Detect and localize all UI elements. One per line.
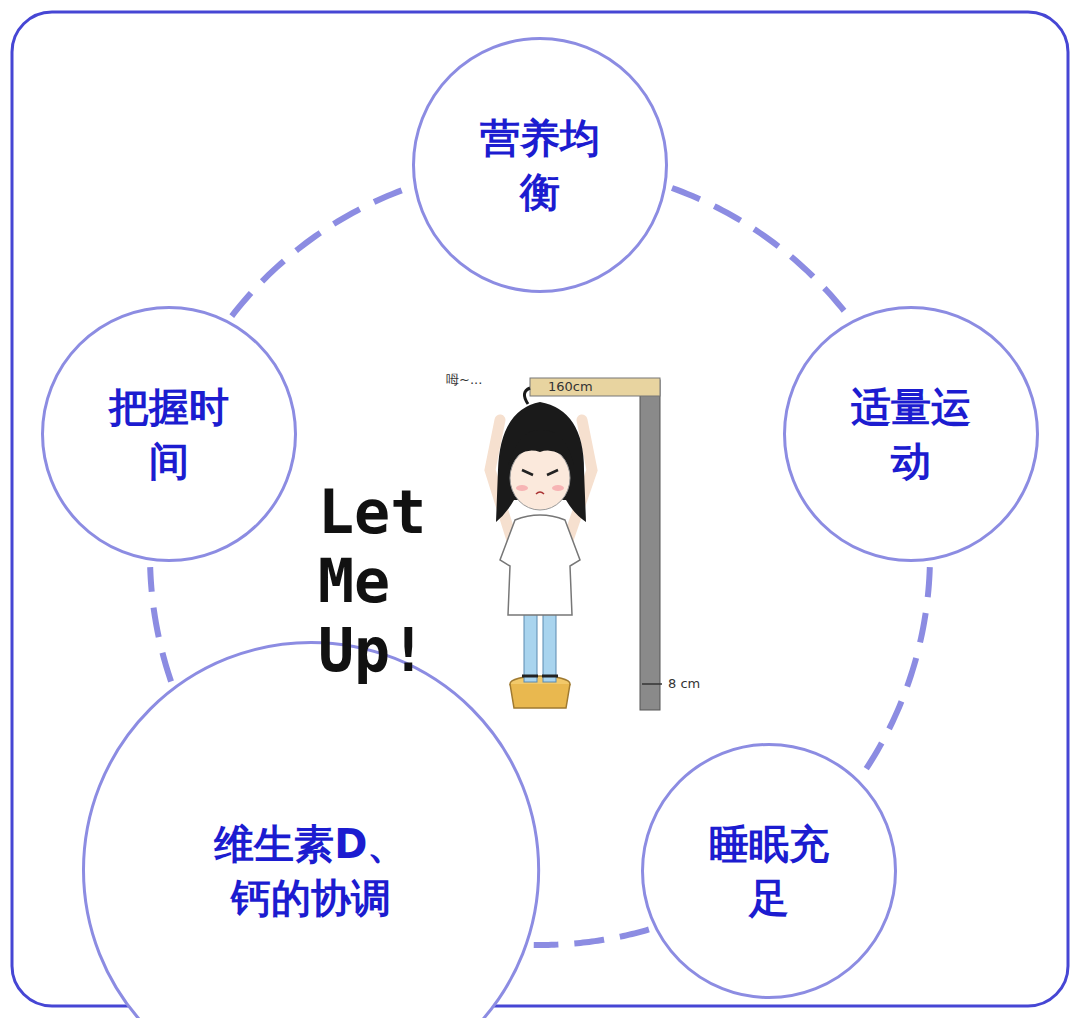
topic-text: 把握时间 xyxy=(105,380,233,488)
girl-hair xyxy=(496,402,586,522)
topic-text: 营养均衡 xyxy=(476,111,604,219)
topic-text: 维生素D、 钙的协调 xyxy=(201,817,421,925)
girl-blush xyxy=(516,485,528,491)
ruler-reading: 160cm xyxy=(548,379,593,395)
mumble-text: 呣~... xyxy=(446,372,482,388)
girl-blush xyxy=(552,485,564,491)
circle-outline xyxy=(783,306,1039,562)
circle-outline xyxy=(641,743,897,999)
girl-socks xyxy=(522,675,558,678)
girl-mouth xyxy=(536,492,544,494)
dashed-connector xyxy=(150,567,171,681)
circle-shape xyxy=(414,39,667,292)
circle-shape xyxy=(43,308,296,561)
ruler-mark-label: 8 cm xyxy=(668,676,700,692)
circle-shape xyxy=(83,643,538,1018)
dashed-connector xyxy=(232,188,408,316)
girl-leg xyxy=(543,610,556,682)
ruler-headboard xyxy=(530,378,660,396)
stool-body xyxy=(510,684,570,708)
circle-shape xyxy=(643,744,896,997)
girl-shirt xyxy=(500,515,580,615)
circle-shape xyxy=(784,308,1037,561)
dashed-connector xyxy=(672,188,848,316)
circle-outline xyxy=(41,306,297,562)
height-ruler xyxy=(640,380,660,710)
topic-circle: 把握时间 xyxy=(41,306,297,562)
topic-circle: 营养均衡 xyxy=(412,37,668,293)
circle-outline xyxy=(412,37,668,293)
topic-circle: 维生素D、 钙的协调 xyxy=(82,641,540,1018)
girl-leg xyxy=(524,610,537,682)
slogan-text: Let Me Up! xyxy=(318,478,468,685)
topic-circle: 睡眠充足 xyxy=(641,743,897,999)
girl-bangs xyxy=(508,430,574,465)
topic-text: 睡眠充足 xyxy=(705,817,833,925)
topic-circle: 适量运动 xyxy=(783,306,1039,562)
dashed-connector xyxy=(534,929,649,945)
girl-face xyxy=(510,446,570,510)
ruler-mark xyxy=(642,683,662,685)
dashed-connector xyxy=(863,567,930,774)
topic-text: 适量运动 xyxy=(847,380,975,488)
girl-ahoge xyxy=(524,388,530,404)
girl-eyes xyxy=(522,470,558,475)
